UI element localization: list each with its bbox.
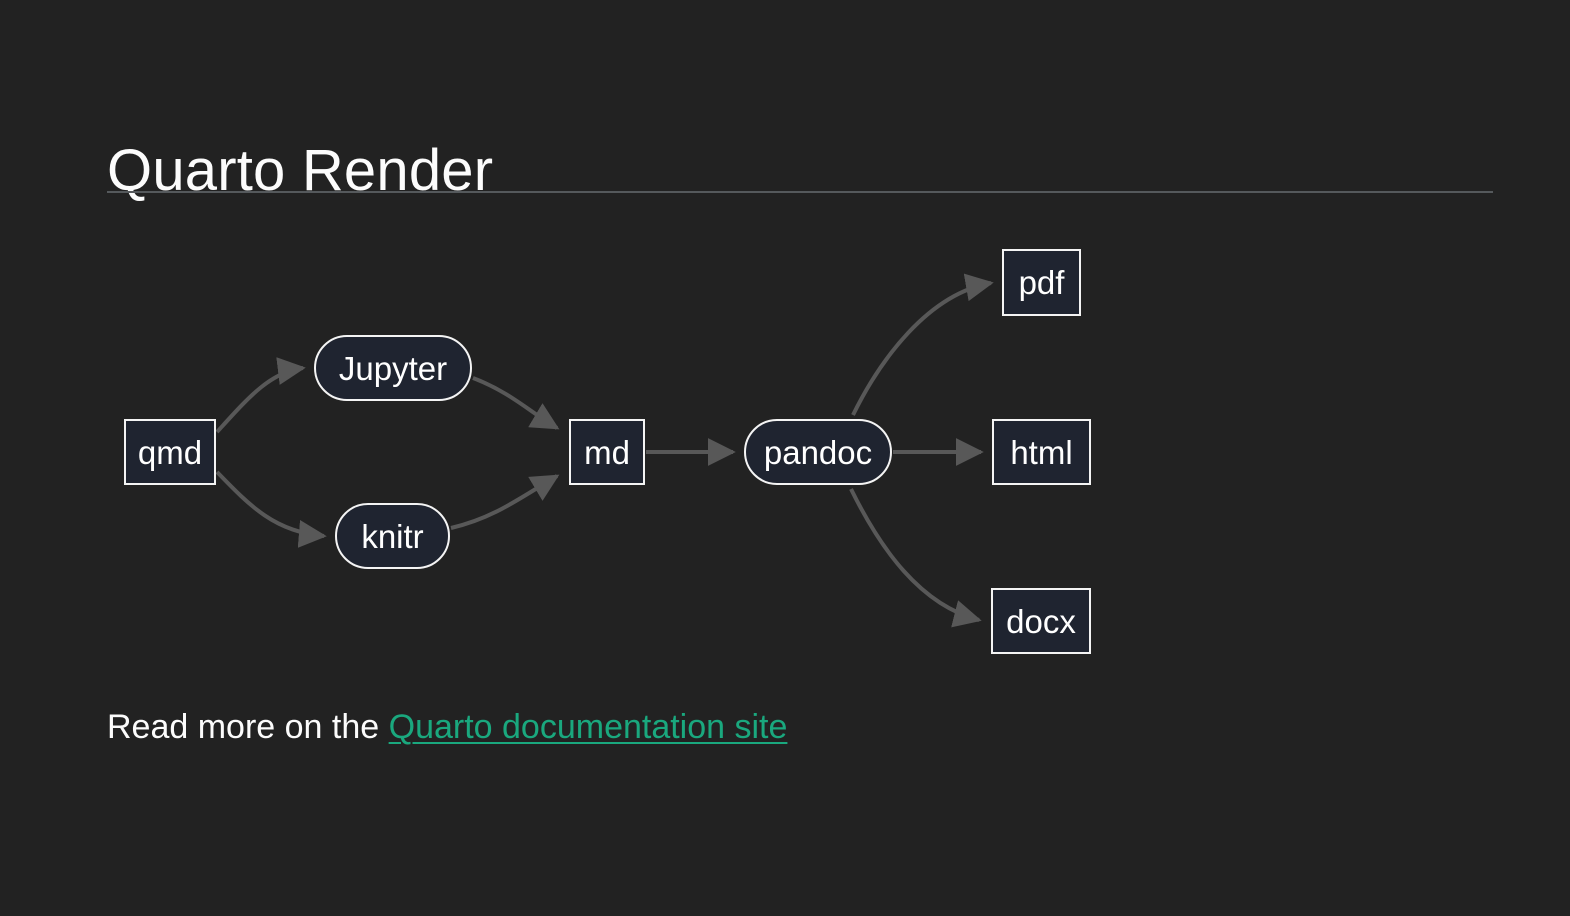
title-divider — [107, 191, 1493, 193]
edge-pandoc-docx — [849, 488, 982, 628]
node-knitr[interactable]: knitr — [335, 503, 450, 569]
edge-pandoc-pdf — [851, 273, 994, 416]
node-pdf[interactable]: pdf — [1002, 249, 1081, 316]
node-qmd-label: qmd — [137, 433, 203, 471]
node-html[interactable]: html — [992, 419, 1091, 485]
node-pdf-label: pdf — [1018, 264, 1065, 301]
quarto-documentation-link[interactable]: Quarto documentation site — [388, 708, 788, 746]
edge-qmd-knitr — [215, 470, 327, 548]
node-md-label: md — [584, 433, 630, 471]
edge-knitr-md — [450, 474, 560, 530]
edge-jupyter-md — [472, 376, 560, 430]
node-jupyter-label: Jupyter — [338, 349, 448, 387]
node-html-label: html — [1010, 433, 1073, 471]
node-pandoc-label: pandoc — [763, 433, 873, 471]
node-docx[interactable]: docx — [991, 588, 1091, 654]
edge-qmd-jupyter — [215, 357, 306, 434]
node-docx-label: docx — [1006, 602, 1076, 640]
read-more-text: Read more on the Quarto documentation si… — [107, 707, 787, 748]
node-jupyter[interactable]: Jupyter — [314, 335, 472, 401]
node-md[interactable]: md — [569, 419, 645, 485]
node-pandoc[interactable]: pandoc — [744, 419, 892, 485]
read-more-lead: Read more on the — [107, 708, 389, 746]
node-qmd[interactable]: qmd — [124, 419, 216, 485]
node-knitr-label: knitr — [361, 517, 424, 555]
